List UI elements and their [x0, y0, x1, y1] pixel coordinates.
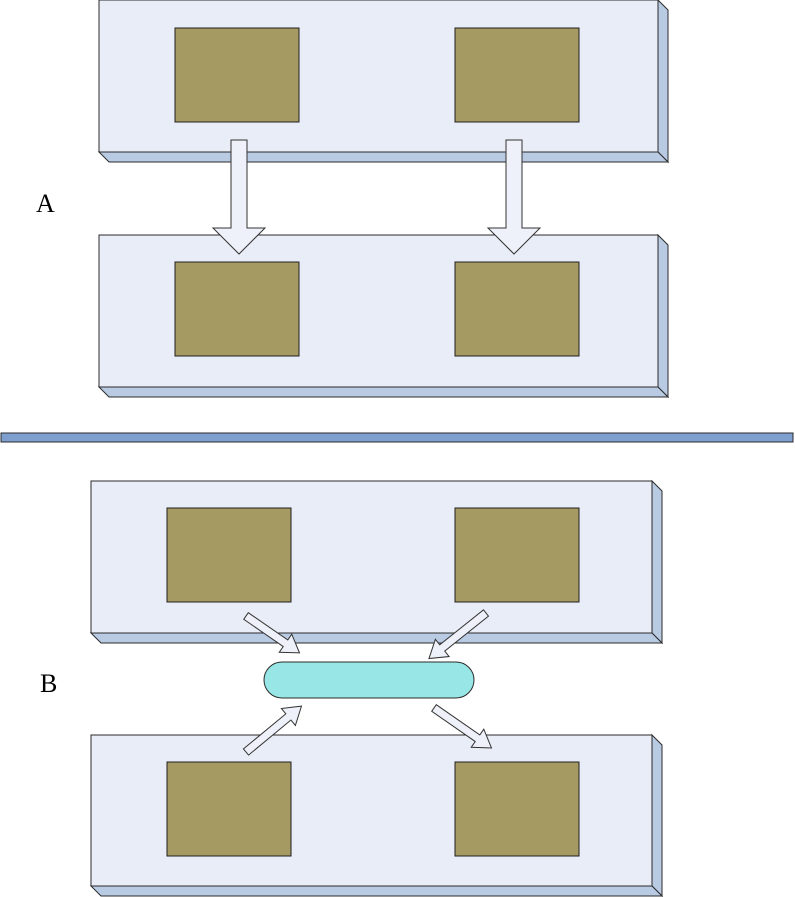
arrow-b-top-left-shape: [243, 612, 301, 654]
arrow-b-top-left: [243, 612, 301, 654]
block-a-top-right: [454, 27, 580, 123]
block-b-top-right: [454, 507, 580, 603]
arrow-b-bottom-right-shape: [431, 704, 493, 749]
arrow-b-top-right-shape: [428, 609, 490, 660]
block-a-bottom-left: [174, 261, 300, 357]
slab-a-bottom: [97, 233, 670, 399]
slab-a-top-bottom-edge: [97, 151, 670, 163]
shared-bus-pill: [263, 661, 475, 699]
arrow-b-top-right: [428, 609, 490, 660]
slab-b-bottom-bottom-edge: [89, 885, 664, 897]
slab-b-bottom: [89, 733, 664, 897]
arrow-b-bottom-right: [431, 704, 493, 749]
section-divider: [0, 432, 794, 443]
slab-a-bottom-side: [657, 233, 669, 399]
block-a-bottom-right: [454, 261, 580, 357]
block-a-top-left: [174, 27, 300, 123]
block-b-top-left: [166, 507, 292, 603]
label-b: B: [40, 669, 57, 698]
slab-b-top-bottom-edge: [89, 632, 664, 644]
slab-b-bottom-side: [651, 733, 663, 897]
section-b: B: [40, 479, 664, 897]
block-b-bottom-right: [454, 761, 580, 857]
slab-a-top: [97, 0, 670, 164]
arrow-b-bottom-left: [242, 705, 303, 756]
slab-a-bottom-bottom-edge: [97, 386, 670, 398]
slab-b-top: [89, 479, 664, 645]
arrow-a-left: [211, 139, 267, 255]
label-a: A: [36, 189, 55, 218]
arrow-b-bottom-left-shape: [242, 705, 303, 756]
block-b-bottom-left: [166, 761, 292, 857]
arrow-a-right: [486, 139, 542, 255]
slab-b-top-side: [651, 479, 663, 645]
section-a: A: [36, 0, 670, 399]
slab-a-top-side: [657, 0, 669, 164]
